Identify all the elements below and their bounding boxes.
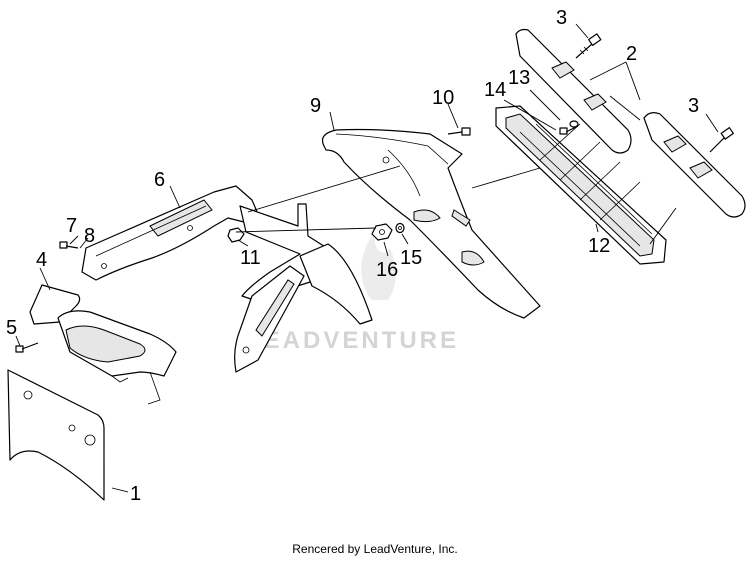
callout-13: 13: [508, 67, 530, 89]
nut-11-icon: [227, 227, 245, 243]
part-2-reflector-plates: [515, 28, 746, 218]
screw-5-icon: [15, 342, 39, 353]
part-bracket-arm: [234, 203, 373, 373]
watermark: LEADVENTURE: [246, 232, 459, 354]
footer-credit: Rencered by LeadVenture, Inc.: [292, 542, 457, 556]
part-1-plate-panel: [7, 369, 105, 501]
screw-3-upper-icon: [575, 33, 602, 59]
callout-3-lower: 3: [688, 95, 699, 117]
fasteners: [15, 33, 734, 353]
callout-1: 1: [130, 483, 141, 505]
washer-15-icon: [395, 222, 405, 234]
part-9-rear-fender: [321, 128, 541, 319]
callout-2: 2: [626, 43, 637, 65]
part-4-light-housing: [29, 284, 177, 405]
callout-9: 9: [310, 95, 321, 117]
part-6-fender-bracket: [81, 185, 259, 281]
screw-7-icon: [59, 241, 79, 249]
watermark-text: LEADVENTURE: [246, 327, 459, 354]
callout-7: 7: [66, 215, 77, 237]
callout-15: 15: [400, 247, 422, 269]
callout-14: 14: [484, 79, 506, 101]
screw-10-icon: [447, 127, 471, 136]
callout-10: 10: [432, 87, 454, 109]
callout-6: 6: [154, 169, 165, 191]
callout-12: 12: [588, 235, 610, 257]
washer-13-icon: [569, 120, 579, 128]
screw-3-lower-icon: [709, 127, 734, 153]
screw-14-icon: [559, 125, 579, 135]
callout-4: 4: [36, 249, 47, 271]
callout-3-upper: 3: [556, 7, 567, 29]
callout-16: 16: [376, 259, 398, 281]
callout-8: 8: [84, 225, 95, 247]
nut-16-icon: [371, 223, 393, 241]
callout-5: 5: [6, 317, 17, 339]
callout-11: 11: [240, 247, 261, 269]
callout-labels: 1 2 3 3 4 5 6 7 8 9 10 11 12 13 14 15 16: [6, 7, 699, 505]
watermark-flame-icon: [361, 232, 396, 300]
part-12-plate-frame: [495, 105, 667, 265]
leader-lines: [15, 23, 719, 493]
